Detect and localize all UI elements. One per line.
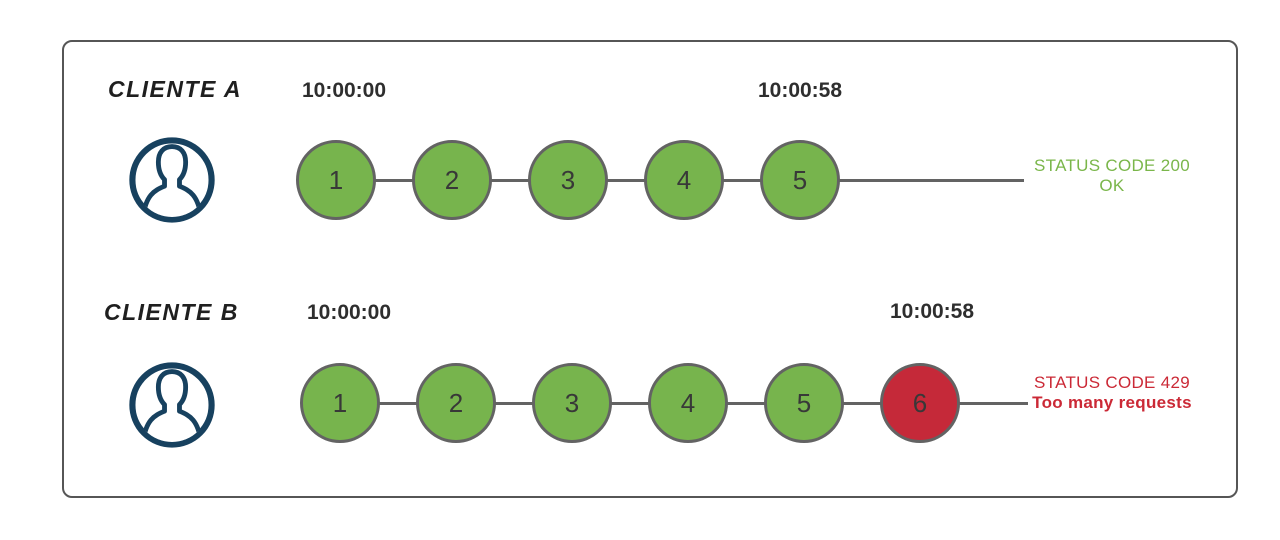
request-circle-b3: 3 [532,363,612,443]
client-a-end-time: 10:00:58 [757,79,843,102]
client-a-label: CLIENTE A [108,76,243,102]
request-circle-a1: 1 [296,140,376,220]
client-b-label: CLIENTE B [104,299,239,325]
status-code-429-desc: Too many requests [1032,393,1192,412]
request-circle-b1: 1 [300,363,380,443]
request-circle-b2: 2 [416,363,496,443]
client-a-start-time: 10:00:00 [301,79,387,102]
diagram-frame [62,40,1238,498]
request-circle-b5: 5 [764,363,844,443]
request-circle-a5: 5 [760,140,840,220]
status-code-200-desc: OK [1099,176,1125,195]
status-code-200-line: STATUS CODE 200 [1034,156,1190,175]
request-circle-b6-blocked: 6 [880,363,960,443]
request-circle-a4: 4 [644,140,724,220]
request-circle-a3: 3 [528,140,608,220]
status-code-200: STATUS CODE 200 OK [1026,156,1198,196]
client-b-end-time: 10:00:58 [889,300,975,323]
request-circle-a2: 2 [412,140,492,220]
user-avatar-icon [129,137,215,223]
status-code-429-line: STATUS CODE 429 [1034,373,1190,392]
user-avatar-icon [129,362,215,448]
status-code-429: STATUS CODE 429 Too many requests [1026,373,1198,413]
client-b-start-time: 10:00:00 [306,301,392,324]
request-circle-b4: 4 [648,363,728,443]
